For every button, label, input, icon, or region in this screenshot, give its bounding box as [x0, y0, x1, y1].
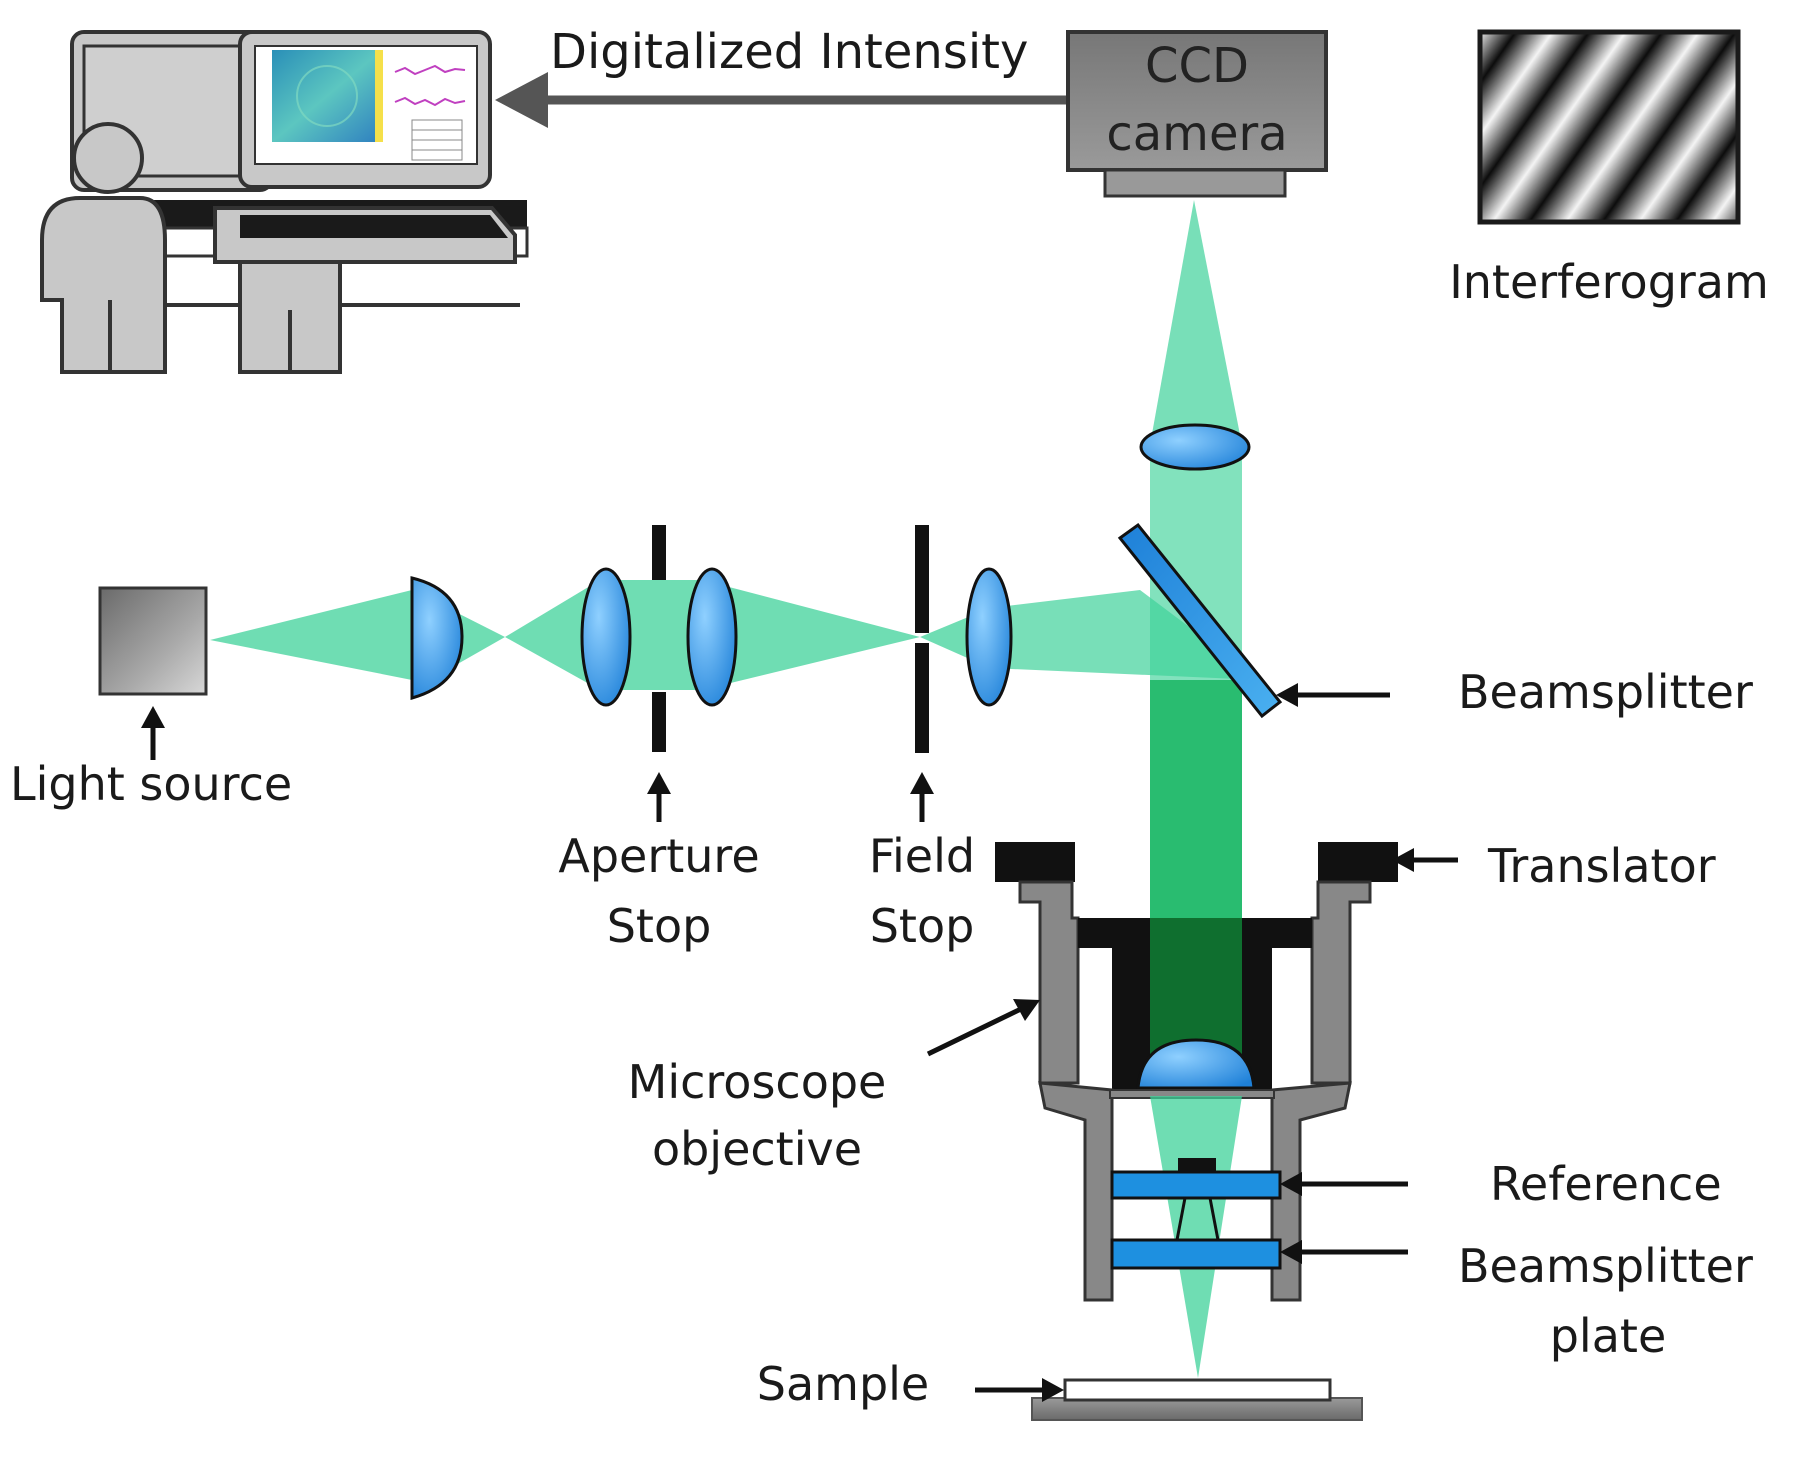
label-light-source: Light source: [10, 757, 292, 811]
beam-vertical-lower: [1150, 680, 1242, 945]
label-ccd-line2: camera: [1106, 106, 1287, 162]
translator-left: [995, 842, 1075, 882]
label-reference: Reference: [1490, 1157, 1722, 1211]
aperture-stop-top: [652, 525, 666, 580]
beam-to-field-stop: [710, 582, 920, 688]
lens-aperture-right: [686, 567, 738, 707]
microscope-objective: [995, 842, 1398, 1302]
beamsplitter: [1117, 522, 1283, 719]
sample-slide: [1063, 1378, 1332, 1402]
ccd-camera: [1066, 30, 1328, 198]
aperture-stop-bottom: [652, 692, 666, 752]
label-beamsplitter: Beamsplitter: [1458, 665, 1753, 719]
label-interferogram: Interferogram: [1449, 255, 1769, 309]
reference-mirror: [1178, 1158, 1216, 1172]
beam-to-ccd: [1150, 200, 1242, 445]
label-ccd-line1: CCD: [1145, 38, 1249, 94]
field-stop-top: [915, 525, 929, 633]
label-field-line2: Stop: [870, 899, 975, 953]
label-bsplate-line1: Beamsplitter: [1458, 1239, 1753, 1293]
label-microscope-line1: Microscope: [628, 1055, 887, 1109]
lens-plano-convex: [410, 576, 464, 700]
label-field-line1: Field: [869, 829, 975, 883]
beam-to-sample: [1150, 1096, 1242, 1378]
label-aperture-line2: Stop: [607, 899, 712, 953]
person-icon: [40, 122, 167, 374]
label-microscope-line2: objective: [652, 1122, 862, 1176]
field-stop-bottom: [915, 643, 929, 753]
translator-right: [1318, 842, 1398, 882]
beam-source-to-lens1: [210, 590, 412, 680]
interferogram-image: [1477, 29, 1741, 225]
lens-field: [965, 567, 1013, 707]
lens-tube: [1139, 423, 1251, 471]
label-sample: Sample: [757, 1357, 929, 1411]
beamsplitter-plate: [1110, 1238, 1282, 1270]
lens-aperture-left: [580, 567, 632, 707]
label-aperture-line1: Aperture: [558, 829, 759, 883]
arrow-icon: [141, 706, 165, 760]
beam-to-aperture-lens: [505, 580, 600, 690]
label-digitalized-intensity: Digitalized Intensity: [550, 24, 1028, 80]
light-source-box: [98, 586, 208, 696]
label-bsplate-line2: plate: [1550, 1309, 1667, 1363]
reference-plate: [1110, 1170, 1282, 1200]
monitor-plot-map: [272, 50, 382, 142]
digitalized-intensity-arrow: [495, 72, 1070, 128]
label-translator: Translator: [1487, 839, 1716, 893]
